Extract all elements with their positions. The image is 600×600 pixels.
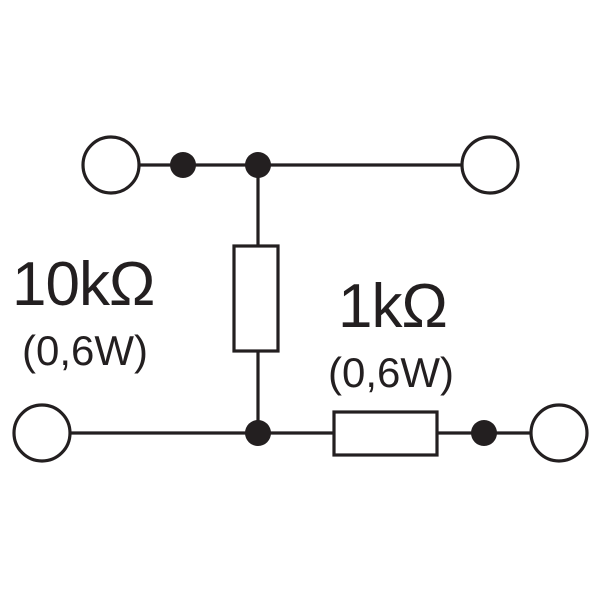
r1-power-label: (0,6W) — [22, 327, 148, 374]
r2-power-label: (0,6W) — [328, 349, 454, 396]
terminal-top-left-icon — [81, 135, 141, 195]
terminal-top-right-icon — [460, 135, 520, 195]
junction-dot-top-left — [170, 152, 196, 178]
junction-dot-bottom-right — [471, 420, 497, 446]
resistor-r1 — [232, 244, 280, 353]
r1-resistance-label: 10kΩ — [12, 250, 155, 319]
junction-dot-bottom-center — [245, 420, 271, 446]
terminal-bottom-left-icon — [12, 403, 72, 463]
r2-resistance-label: 1kΩ — [338, 272, 448, 341]
junction-dot-top-center — [245, 152, 271, 178]
terminal-bottom-right-icon — [529, 403, 589, 463]
resistor-r2 — [332, 410, 439, 457]
